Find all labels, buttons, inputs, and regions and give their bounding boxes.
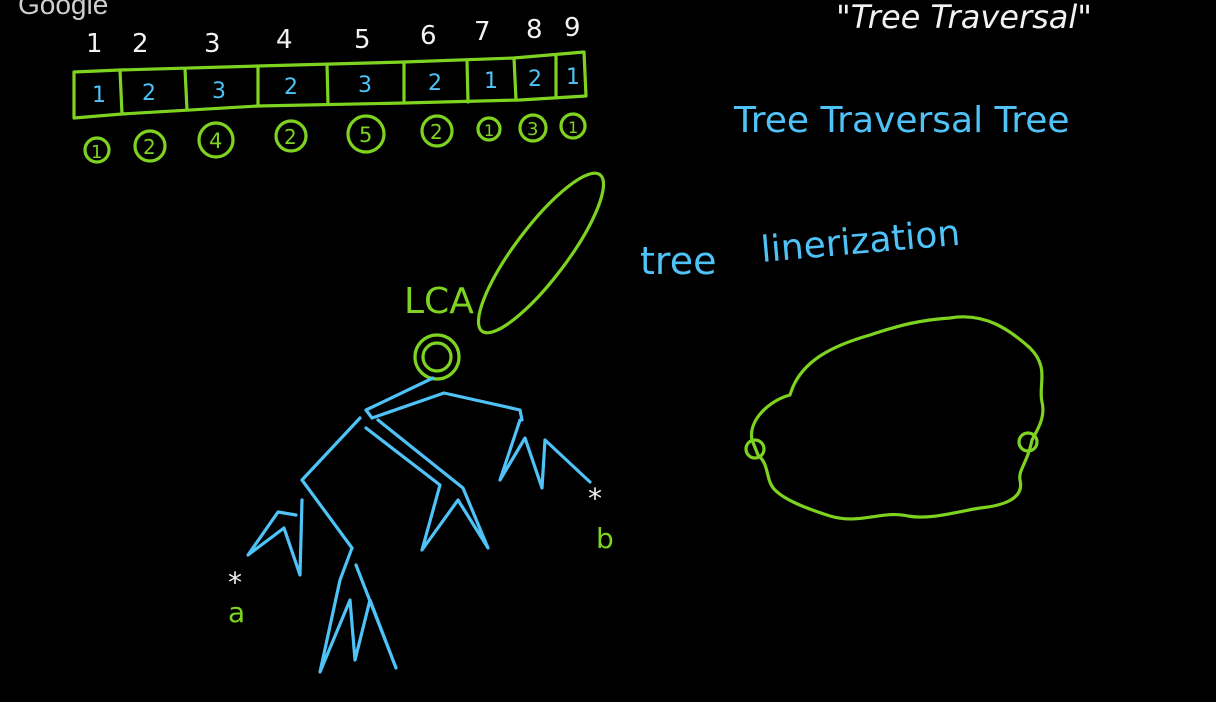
svg-text:3: 3 [527, 119, 538, 140]
array-index: 1 [86, 29, 103, 59]
svg-text:1: 1 [91, 142, 102, 163]
array-value: 2 [428, 71, 442, 96]
highlight-ellipse [476, 171, 606, 335]
depth-circle: 2 [420, 114, 454, 148]
array-index: 4 [276, 25, 293, 55]
star-a: * [228, 566, 242, 599]
depth-circle: 2 [274, 119, 308, 153]
svg-text:2: 2 [143, 135, 156, 159]
heading-quote: "Tree Traversal" [836, 0, 1092, 36]
array-value: 2 [284, 75, 298, 100]
array-index-row: 1 2 3 4 5 6 7 8 9 [86, 13, 581, 59]
array-index: 8 [526, 15, 543, 45]
array-value: 1 [484, 69, 498, 94]
label-a: a [228, 596, 245, 629]
depth-row: 1 2 4 2 5 2 1 3 1 [83, 112, 587, 164]
svg-text:2: 2 [430, 120, 443, 144]
svg-text:2: 2 [284, 125, 297, 149]
svg-text:4: 4 [209, 129, 222, 153]
lca-label: LCA [404, 281, 474, 322]
array-index: 3 [204, 29, 221, 59]
depth-circle: 1 [559, 112, 587, 140]
svg-text:1: 1 [568, 118, 578, 137]
array-value: 1 [566, 65, 580, 90]
loop-node-left [744, 438, 766, 460]
depth-circle: 4 [197, 121, 235, 159]
linearization-loop [744, 315, 1045, 521]
array-value-row: 1 2 3 2 3 2 1 2 1 [92, 65, 580, 108]
label-tree: tree [640, 239, 716, 283]
depth-circle: 1 [476, 116, 502, 142]
array-index: 5 [354, 25, 371, 55]
array-value: 3 [358, 73, 372, 98]
svg-text:5: 5 [359, 123, 372, 147]
array-index: 2 [132, 29, 149, 59]
tree-branches [246, 376, 592, 674]
array-index: 6 [420, 21, 437, 51]
label-b: b [596, 522, 614, 555]
lca-node-inner [421, 341, 453, 373]
array-value: 3 [212, 79, 226, 104]
array-box [72, 50, 588, 120]
array-value: 1 [92, 83, 106, 108]
loop-node-right [1017, 431, 1039, 453]
array-value: 2 [528, 67, 542, 92]
label-linerization: linerization [759, 213, 962, 271]
star-b: * [588, 482, 602, 515]
array-index: 7 [474, 17, 491, 47]
svg-text:1: 1 [484, 121, 494, 140]
depth-circle: 3 [518, 113, 548, 143]
array-value: 2 [142, 81, 156, 106]
depth-circle: 5 [346, 114, 386, 154]
google-logo: Google [18, 0, 108, 20]
heading-tree-traversal-tree: Tree Traversal Tree [733, 100, 1070, 141]
depth-circle: 1 [83, 136, 111, 164]
array-index: 9 [564, 13, 581, 43]
lca-node [413, 333, 461, 381]
depth-circle: 2 [133, 129, 167, 163]
